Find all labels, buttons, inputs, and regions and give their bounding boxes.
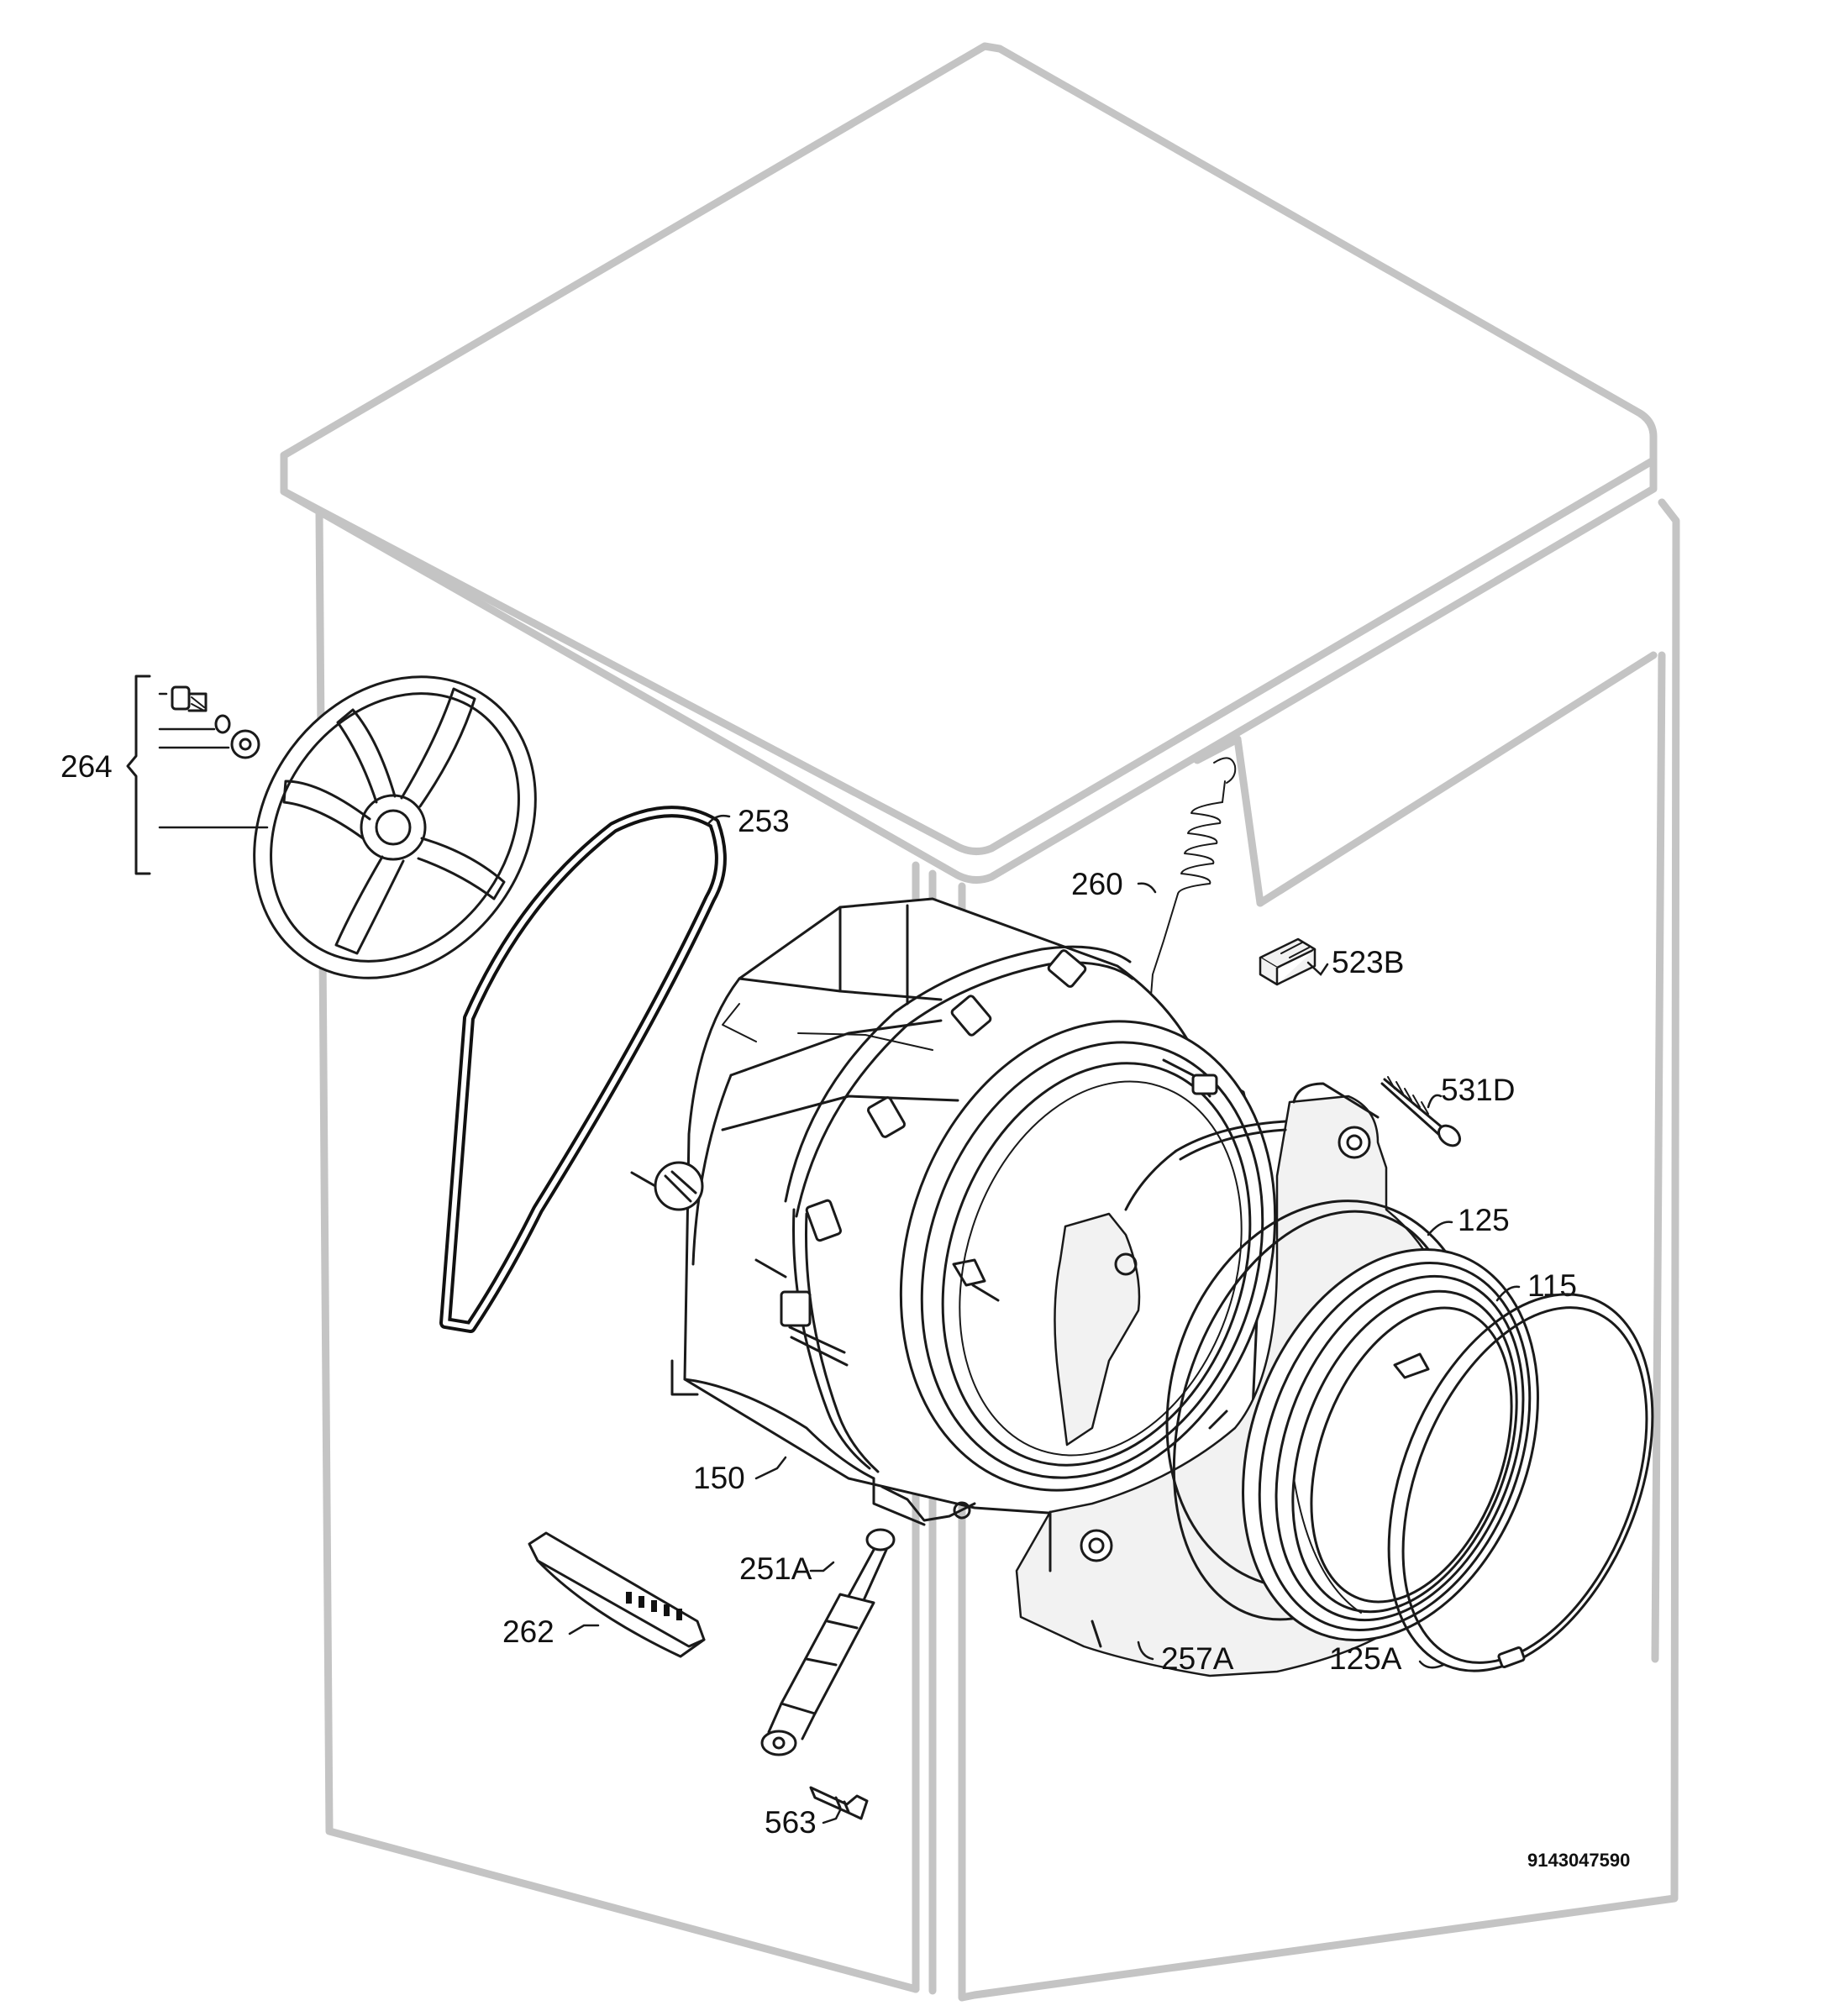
leader-523B: [1306, 961, 1329, 976]
clip-part-523B: [1259, 937, 1317, 986]
callout-523B: 523B: [1332, 945, 1404, 979]
callout-531D: 531D: [1441, 1073, 1515, 1107]
leader-563: [822, 1809, 842, 1824]
pulley-fasteners: [171, 685, 260, 759]
cover-part-262: [528, 1531, 706, 1658]
leader-125: [1427, 1221, 1453, 1236]
leader-253: [706, 814, 731, 827]
callout-262: 262: [502, 1614, 554, 1649]
callout-264-bracket: [126, 675, 269, 875]
callout-115: 115: [1527, 1268, 1577, 1303]
callout-150: 150: [693, 1461, 745, 1495]
callout-264: 264: [60, 749, 113, 784]
leader-260: [1137, 882, 1157, 894]
door-gasket-part-115: [1242, 1248, 1539, 1641]
leader-262: [568, 1624, 600, 1635]
leader-531D: [1427, 1094, 1443, 1109]
leader-115: [1495, 1285, 1521, 1302]
callout-253: 253: [738, 804, 790, 838]
callout-257A: 257A: [1161, 1641, 1234, 1676]
spring-part: [1148, 757, 1237, 1028]
callout-563: 563: [765, 1805, 817, 1840]
screw-part-531D: [1380, 1076, 1462, 1147]
callout-260: 260: [1071, 867, 1123, 901]
hose-connector-part: [1124, 1120, 1287, 1211]
callout-251A: 251A: [739, 1551, 812, 1586]
leader-251A: [809, 1561, 835, 1572]
pin-part-563: [809, 1786, 869, 1820]
shock-absorber-part-251A: [760, 1528, 896, 1756]
leader-150: [754, 1456, 787, 1480]
drum-tub-part: [630, 897, 1296, 1526]
clamp-ring-part-125A: [1387, 1293, 1654, 1672]
drawing-number: 9143047590: [1527, 1850, 1630, 1871]
leader-125A: [1418, 1660, 1445, 1669]
leader-257A: [1137, 1641, 1154, 1661]
pulley-wheel-part: [253, 675, 537, 979]
callout-125A: 125A: [1329, 1641, 1402, 1676]
drive-belt-part: [439, 806, 727, 1333]
callout-125: 125: [1458, 1203, 1510, 1237]
